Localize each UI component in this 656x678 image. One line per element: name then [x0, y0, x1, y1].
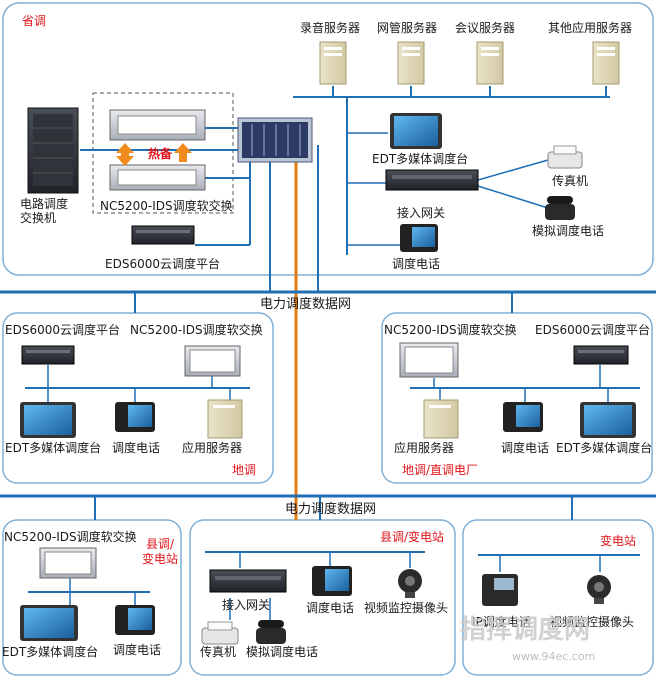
- dispatch-phone-icon-cl: [115, 605, 155, 635]
- camera-icon-ss: [587, 575, 611, 604]
- label-dispatch-phone-pr: 调度电话: [501, 440, 549, 455]
- region-label-prefecture-right: 地调/直调电厂: [402, 463, 478, 477]
- camera-icon-cm: [398, 569, 422, 598]
- watermark-text: 指挥调度网: [460, 614, 590, 645]
- frame-county-mid: [189, 519, 456, 676]
- frame-province: [2, 2, 654, 276]
- label-camera-ss: 视频监控摄像头: [550, 614, 634, 629]
- app-server-icon-pr: [423, 399, 459, 439]
- circuit-switch-icon: [27, 107, 79, 194]
- frame-prefecture-right: [381, 312, 653, 484]
- dispatch-phone-icon-pl: [115, 402, 155, 432]
- core-switch-icon: [237, 117, 313, 163]
- label-dispatch-phone-cl: 调度电话: [113, 642, 161, 657]
- bus-lines: [0, 86, 656, 620]
- label-circuit-switch: 电路调度: [20, 196, 68, 211]
- label-edt-pl: EDT多媒体调度台: [5, 440, 101, 455]
- label-fax-cm: 传真机: [200, 644, 236, 659]
- label-camera-cm: 视频监控摄像头: [364, 600, 448, 615]
- label-ip-phone-ss: IP调度电话: [472, 614, 531, 629]
- region-label-substation: 变电站: [600, 533, 636, 548]
- region-label-prefecture-left: 地调: [232, 463, 256, 477]
- dispatch-phone-icon: [400, 224, 438, 252]
- nc5200-icon-primary: [109, 109, 206, 141]
- eds6000-icon: [131, 225, 195, 245]
- fax-icon-cm: [201, 621, 239, 645]
- label-edt-province: EDT多媒体调度台: [372, 151, 468, 166]
- server-icon-recording: [319, 41, 347, 85]
- eds6000-icon-pr: [573, 345, 629, 365]
- label-conference-server: 会议服务器: [455, 20, 515, 35]
- frame-substation: [462, 519, 654, 676]
- label-dispatch-phone-cm: 调度电话: [306, 600, 354, 615]
- watermark-url: www.94ec.com: [512, 650, 595, 663]
- hot-standby-box: [92, 92, 234, 214]
- label-recording-server: 录音服务器: [300, 20, 360, 35]
- server-icon-conference: [476, 41, 504, 85]
- label-edt-pr: EDT多媒体调度台: [556, 440, 652, 455]
- region-label-county-left-2: 变电站: [142, 551, 178, 566]
- label-eds6000-pl: EDS6000云调度平台: [5, 322, 120, 337]
- region-label-province: 省调: [22, 14, 46, 28]
- label-other-server: 其他应用服务器: [548, 20, 632, 35]
- server-icon-other: [592, 41, 620, 85]
- edt-console-icon-cl: [20, 605, 78, 641]
- label-eds6000-province: EDS6000云调度平台: [105, 256, 220, 271]
- label-fax-province: 传真机: [552, 173, 588, 188]
- app-server-icon-pl: [207, 399, 243, 439]
- dispatch-phone-icon-cm: [312, 566, 352, 596]
- label-nc5200-pl: NC5200-IDS调度软交换: [130, 322, 263, 337]
- label-data-network-1: 电力调度数据网: [260, 296, 351, 312]
- label-nc5200-province: NC5200-IDS调度软交换: [100, 198, 233, 213]
- label-nms-server: 网管服务器: [377, 20, 437, 35]
- label-data-network-2: 电力调度数据网: [285, 501, 376, 517]
- frame-county-left: [2, 519, 182, 676]
- label-hot-standby: 热备: [148, 146, 173, 161]
- label-analog-phone-cm: 模拟调度电话: [246, 644, 318, 659]
- label-eds6000-pr: EDS6000云调度平台: [535, 322, 650, 337]
- analog-phone-icon: [545, 196, 575, 220]
- label-dispatch-phone-province: 调度电话: [392, 256, 440, 271]
- region-label-county-mid: 县调/变电站: [380, 529, 444, 544]
- gateway-icon: [385, 169, 479, 191]
- edt-console-icon: [390, 113, 442, 149]
- nc5200-icon-standby: [109, 164, 206, 191]
- edt-console-icon-pr: [580, 402, 636, 438]
- eds6000-icon-pl: [21, 345, 75, 365]
- label-app-server-pr: 应用服务器: [394, 440, 454, 455]
- label-gateway-cm: 接入网关: [222, 597, 270, 612]
- edt-console-icon-pl: [20, 402, 76, 438]
- fax-icon: [547, 145, 583, 169]
- label-gateway-province: 接入网关: [397, 205, 445, 220]
- label-analog-phone-province: 模拟调度电话: [532, 223, 604, 238]
- label-app-server-pl: 应用服务器: [182, 440, 242, 455]
- nc5200-icon-cl: [39, 547, 97, 579]
- ip-phone-icon-ss: [482, 574, 518, 606]
- label-dispatch-phone-pl: 调度电话: [112, 440, 160, 455]
- label-nc5200-cl: NC5200-IDS调度软交换: [4, 529, 137, 544]
- frame-prefecture-left: [2, 312, 274, 484]
- label-edt-cl: EDT多媒体调度台: [2, 644, 98, 659]
- nc5200-icon-pl: [184, 345, 241, 377]
- region-label-county-left-1: 县调/: [146, 537, 175, 551]
- hot-standby-arrows-icon: [116, 143, 192, 166]
- server-icon-nms: [397, 41, 425, 85]
- label-circuit-switch-2: 交换机: [20, 210, 56, 225]
- gateway-icon-cm: [209, 569, 287, 593]
- dispatch-phone-icon-pr: [503, 402, 543, 432]
- nc5200-icon-pr: [399, 342, 459, 378]
- label-nc5200-pr: NC5200-IDS调度软交换: [384, 322, 517, 337]
- analog-phone-icon-cm: [256, 620, 286, 644]
